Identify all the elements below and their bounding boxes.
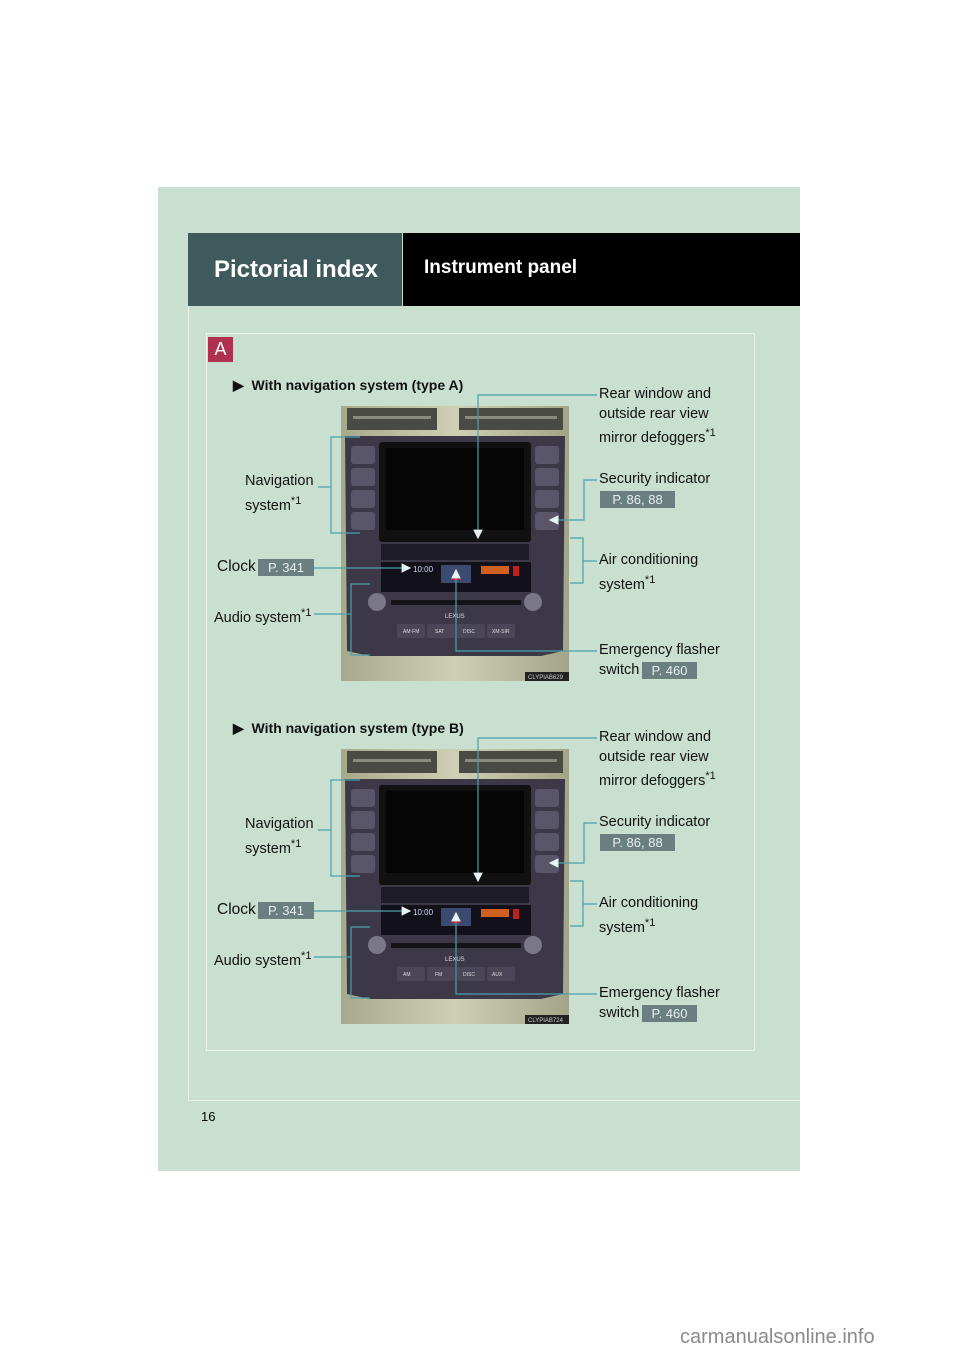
label-audio-system: Audio system*1 bbox=[214, 950, 312, 969]
label-security-indicator: Security indicator bbox=[599, 814, 711, 830]
svg-text:LEXUS: LEXUS bbox=[445, 614, 465, 620]
emergency-page-ref[interactable]: P. 460 bbox=[642, 1005, 697, 1022]
leader-lines bbox=[314, 394, 597, 656]
label-security-indicator: Security indicator bbox=[599, 471, 711, 487]
page-number: 16 bbox=[201, 1109, 216, 1124]
console-button-label: FM bbox=[435, 972, 442, 978]
emergency-page-ref[interactable]: P. 460 bbox=[642, 662, 697, 679]
divider bbox=[188, 306, 189, 1101]
console-button-label: AUX bbox=[492, 972, 503, 978]
console-button-label: DISC bbox=[463, 629, 475, 635]
label-clock: Clock bbox=[217, 558, 256, 575]
clock-page-ref[interactable]: P. 341 bbox=[258, 902, 314, 919]
section-badge: A bbox=[208, 337, 233, 362]
divider bbox=[188, 1100, 800, 1101]
watermark: carmanualsonline.info bbox=[680, 1326, 875, 1348]
leader-lines bbox=[314, 737, 597, 999]
svg-text:LEXUS: LEXUS bbox=[445, 957, 465, 963]
console-button-label: DISC bbox=[463, 972, 475, 978]
heading-text: With navigation system (type A) bbox=[251, 377, 464, 393]
image-code: CLYPIAB724 bbox=[528, 1018, 564, 1024]
diagram-heading: ▶ With navigation system (type B) bbox=[233, 719, 464, 739]
console-photo: 10:00 LEXUS AM·FM SAT DISC XM·SIR CLYPIA… bbox=[341, 406, 569, 681]
section-title: Pictorial index bbox=[188, 233, 402, 306]
security-page-ref[interactable]: P. 86, 88 bbox=[600, 834, 675, 851]
triangle-bullet-icon: ▶ bbox=[233, 377, 252, 393]
content-box bbox=[206, 333, 755, 1051]
clock-display: 10:00 bbox=[413, 565, 434, 574]
label-clock: Clock bbox=[217, 901, 256, 918]
diagram-heading: ▶ With navigation system (type A) bbox=[233, 376, 463, 396]
clock-display: 10:00 bbox=[413, 908, 434, 917]
clock-page-ref[interactable]: P. 341 bbox=[258, 559, 314, 576]
page-title: Instrument panel bbox=[403, 233, 800, 306]
label-audio-system: Audio system*1 bbox=[214, 607, 312, 626]
console-button-label: AM·FM bbox=[403, 629, 419, 635]
console-button-label: AM bbox=[403, 972, 411, 978]
diagram: ▶ With navigation system (type B) 10:00 … bbox=[206, 713, 756, 1033]
triangle-bullet-icon: ▶ bbox=[233, 720, 252, 736]
console-photo: 10:00 LEXUS AM FM DISC AUX CLYPIAB724 bbox=[341, 749, 569, 1024]
heading-text: With navigation system (type B) bbox=[251, 720, 464, 736]
console-button-label: XM·SIR bbox=[492, 629, 510, 635]
image-code: CLYPIAB629 bbox=[528, 675, 564, 681]
diagram: ▶ With navigation system (type A) 10:00 … bbox=[206, 370, 756, 690]
console-button-label: SAT bbox=[435, 629, 444, 635]
security-page-ref[interactable]: P. 86, 88 bbox=[600, 491, 675, 508]
